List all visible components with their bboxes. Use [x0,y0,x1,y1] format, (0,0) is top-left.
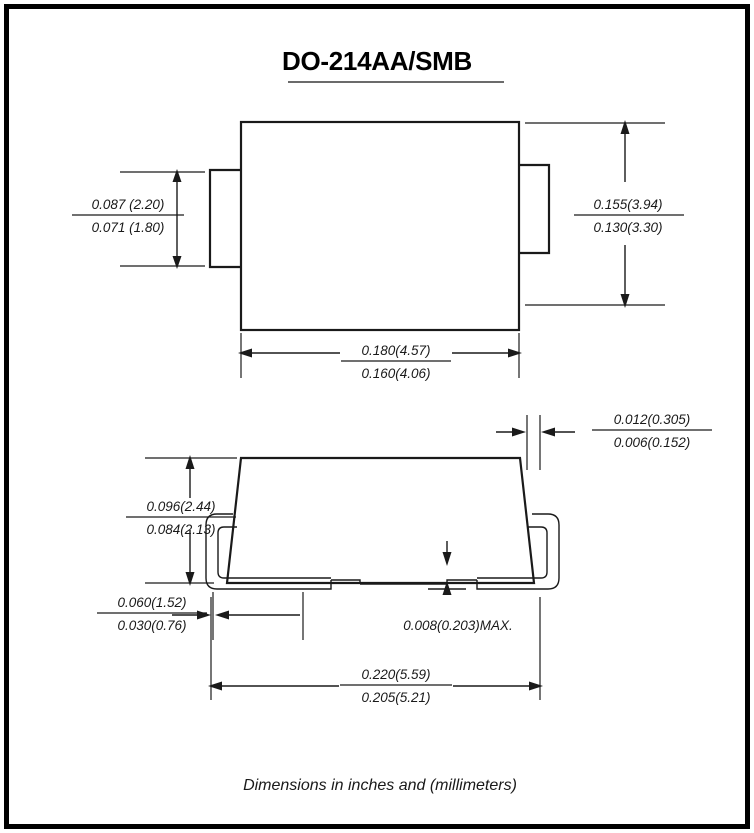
dim-lead-width-lower: 0.071 (1.80) [92,220,165,235]
dim-lead-thickness-arrow-right [512,427,526,437]
dim-overall-length-arrow-right [529,681,543,691]
dim-body-width: 0.155(3.94) 0.130(3.30) [525,120,684,308]
dim-lead-width-arrow-down [172,256,182,269]
dim-body-length-arrow-right [508,348,522,358]
side-view-body-trapezoid [225,456,536,585]
dim-overall-length: 0.220(5.59) 0.205(5.21) [208,597,543,705]
dim-body-width-arrow-down [620,294,630,308]
dim-lead-thickness-arrow-left [541,427,555,437]
dim-body-height-upper: 0.096(2.44) [146,499,215,514]
side-view-left-lead-outer [205,513,332,590]
dim-body-width-arrow-up [620,120,630,134]
side-view-drawing: 0.012(0.305) 0.006(0.152) 0.096(2.44) 0.… [97,412,712,705]
dim-foot-length-upper: 0.060(1.52) [117,595,186,610]
dim-overall-length-upper: 0.220(5.59) [361,667,430,682]
dim-body-height-arrow-up [185,455,195,469]
side-view-right-lead-inner [477,526,548,579]
top-view-body-rect [239,120,521,332]
side-view-left-foot-step [331,579,361,584]
dim-body-height-arrow-down [185,572,195,586]
dim-lead-width-arrow-up [172,169,182,182]
title-group: DO-214AA/SMB [282,46,504,83]
dim-body-width-upper: 0.155(3.94) [593,197,662,212]
dim-body-height-lower: 0.084(2.13) [146,522,215,537]
dim-overall-length-lower: 0.205(5.21) [361,690,430,705]
dim-lead-thickness-upper: 0.012(0.305) [614,412,691,427]
dim-lead-thickness-lower: 0.006(0.152) [614,435,691,450]
side-view-right-lead-outer [476,513,560,590]
dim-body-length: 0.180(4.57) 0.160(4.06) [238,333,522,381]
dim-body-width-lower: 0.130(3.30) [593,220,662,235]
dim-foot-length: 0.060(1.52) 0.030(0.76) [97,592,304,640]
top-view-left-lead-tab [208,168,241,269]
dim-lead-width: 0.087 (2.20) 0.071 (1.80) [72,169,205,269]
dim-foot-length-arrow-left [215,610,229,620]
dim-foot-length-arrow-right [197,610,211,620]
dim-standoff-arrow-down [442,552,452,566]
dim-standoff-arrow-up [442,581,452,595]
dim-body-length-upper: 0.180(4.57) [361,343,430,358]
dim-foot-length-lower: 0.030(0.76) [117,618,186,633]
drawing-caption: Dimensions in inches and (millimeters) [243,777,517,794]
dim-standoff-label: 0.008(0.203)MAX. [403,618,513,633]
dim-body-height: 0.096(2.44) 0.084(2.13) [126,455,237,586]
dim-lead-thickness: 0.012(0.305) 0.006(0.152) [496,412,712,470]
top-view-right-lead-tab [519,163,551,255]
dim-overall-length-arrow-left [208,681,222,691]
dim-body-length-arrow-left [238,348,252,358]
dim-body-length-lower: 0.160(4.06) [361,366,430,381]
side-view-left-lead-inner [217,526,331,579]
dim-lead-width-upper: 0.087 (2.20) [92,197,165,212]
page-title: DO-214AA/SMB [282,46,472,76]
top-view-drawing: 0.087 (2.20) 0.071 (1.80) 0.155(3.94) 0.… [72,120,684,381]
dim-standoff: 0.008(0.203)MAX. [403,541,513,633]
